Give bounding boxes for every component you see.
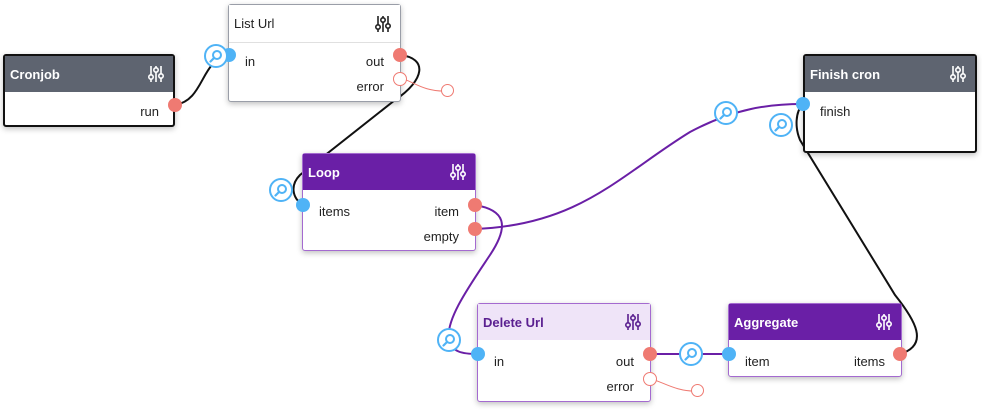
error-endpoint[interactable] (441, 84, 454, 97)
node-aggregate-header[interactable]: Aggregate (729, 304, 901, 340)
node-finish-cron-title: Finish cron (810, 66, 881, 82)
magnifier-icon[interactable] (679, 342, 703, 366)
port-label-error: error (606, 379, 634, 394)
output-port-item[interactable] (468, 198, 482, 212)
output-port-out[interactable] (643, 347, 657, 361)
port-label-item: item (745, 354, 770, 369)
node-list-url-header[interactable]: List Url (229, 5, 400, 43)
port-label-out: out (365, 54, 384, 69)
port-label-items: items (853, 354, 885, 369)
node-finish-cron[interactable]: Finish cron finish (803, 54, 977, 153)
port-label-in: in (494, 354, 505, 369)
output-port-items[interactable] (893, 347, 907, 361)
node-finish-cron-header[interactable]: Finish cron (805, 56, 975, 92)
edge-delete-url-error (649, 378, 698, 392)
output-port-empty[interactable] (468, 222, 482, 236)
node-delete-url[interactable]: Delete Url in out error (477, 303, 651, 402)
error-endpoint[interactable] (691, 384, 704, 397)
node-delete-url-header[interactable]: Delete Url (478, 304, 650, 340)
edge-loop-empty-to-finish-cron (474, 103, 804, 230)
node-cronjob-title: Cronjob (10, 66, 60, 82)
node-loop-header[interactable]: Loop (303, 154, 475, 190)
input-port-in[interactable] (471, 347, 485, 361)
node-cronjob-header[interactable]: Cronjob (5, 56, 173, 92)
port-label-run: run (140, 104, 159, 119)
magnifier-icon[interactable] (204, 44, 228, 68)
magnifier-icon[interactable] (269, 178, 293, 202)
output-port-run[interactable] (168, 98, 182, 112)
error-port[interactable] (643, 372, 657, 386)
sliders-icon[interactable] (374, 15, 392, 33)
port-label-item: item (434, 204, 459, 219)
sliders-icon[interactable] (449, 163, 467, 181)
sliders-icon[interactable] (147, 65, 165, 83)
node-loop[interactable]: Loop items item empty (302, 153, 476, 251)
input-port-finish[interactable] (796, 97, 810, 111)
port-label-finish: finish (820, 104, 851, 119)
node-aggregate[interactable]: Aggregate item items (728, 303, 902, 377)
magnifier-icon[interactable] (769, 113, 793, 137)
node-list-url-title: List Url (234, 16, 275, 31)
magnifier-icon[interactable] (437, 328, 461, 352)
magnifier-icon[interactable] (714, 101, 738, 125)
port-label-empty: empty (423, 229, 459, 244)
node-delete-url-title: Delete Url (483, 314, 544, 330)
edge-list-url-error (399, 78, 448, 92)
error-port[interactable] (393, 72, 407, 86)
sliders-icon[interactable] (875, 313, 893, 331)
port-label-in: in (245, 54, 256, 69)
sliders-icon[interactable] (624, 313, 642, 331)
port-label-out: out (615, 354, 634, 369)
node-aggregate-title: Aggregate (734, 314, 799, 330)
node-loop-title: Loop (308, 164, 340, 180)
port-label-items: items (319, 204, 351, 219)
input-port-items[interactable] (296, 198, 310, 212)
input-port-item[interactable] (722, 347, 736, 361)
sliders-icon[interactable] (949, 65, 967, 83)
output-port-out[interactable] (393, 48, 407, 62)
node-list-url[interactable]: List Url in out error (228, 4, 401, 102)
port-label-error: error (356, 79, 384, 94)
node-cronjob[interactable]: Cronjob run (3, 54, 175, 127)
